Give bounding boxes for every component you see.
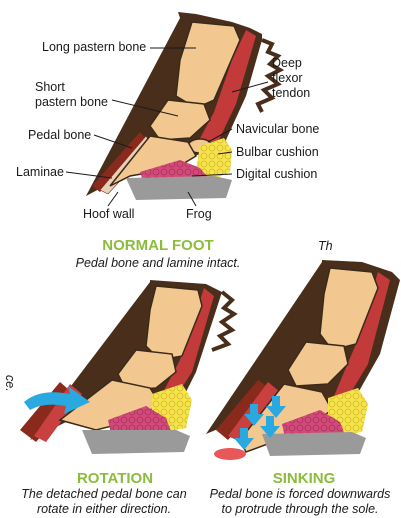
label-deep-flexor-line3: tendon xyxy=(272,86,310,100)
label-short-pastern-line1: Short xyxy=(35,80,65,94)
label-laminae: Laminae xyxy=(16,165,64,179)
sinking-caption-line1: Pedal bone is forced downwards xyxy=(210,487,391,501)
sole-frog xyxy=(126,176,232,200)
normal-foot-caption: Pedal bone and lamine intact. xyxy=(76,256,241,270)
rotation-title: ROTATION xyxy=(77,470,153,487)
label-frog: Frog xyxy=(186,207,212,221)
sinking-bleed xyxy=(214,448,246,460)
rotation-illustration xyxy=(20,280,234,454)
rotation-sole xyxy=(82,430,190,454)
label-short-pastern-line2: pastern bone xyxy=(35,95,108,109)
rotation-caption-line1: The detached pedal bone can xyxy=(21,487,186,501)
label-navicular-bone: Navicular bone xyxy=(236,122,319,136)
label-bulbar-cushion: Bulbar cushion xyxy=(236,145,319,159)
cropped-text-left-edge: ce. xyxy=(3,375,17,392)
sinking-title: SINKING xyxy=(273,470,336,487)
sinking-caption-line2: to protrude through the sole. xyxy=(221,502,378,516)
label-long-pastern-bone: Long pastern bone xyxy=(42,40,146,54)
sinking-sole xyxy=(262,432,366,456)
cropped-text-top-right: Th xyxy=(318,239,333,253)
label-deep-flexor-line1: Deep xyxy=(272,56,302,70)
rotation-caption-line2: rotate in either direction. xyxy=(37,502,171,516)
label-pedal-bone: Pedal bone xyxy=(28,128,91,142)
sinking-illustration xyxy=(206,260,400,460)
label-digital-cushion: Digital cushion xyxy=(236,167,317,181)
label-deep-flexor-line2: flexor xyxy=(272,71,303,85)
normal-foot-title: NORMAL FOOT xyxy=(102,237,213,254)
label-hoof-wall: Hoof wall xyxy=(83,207,134,221)
